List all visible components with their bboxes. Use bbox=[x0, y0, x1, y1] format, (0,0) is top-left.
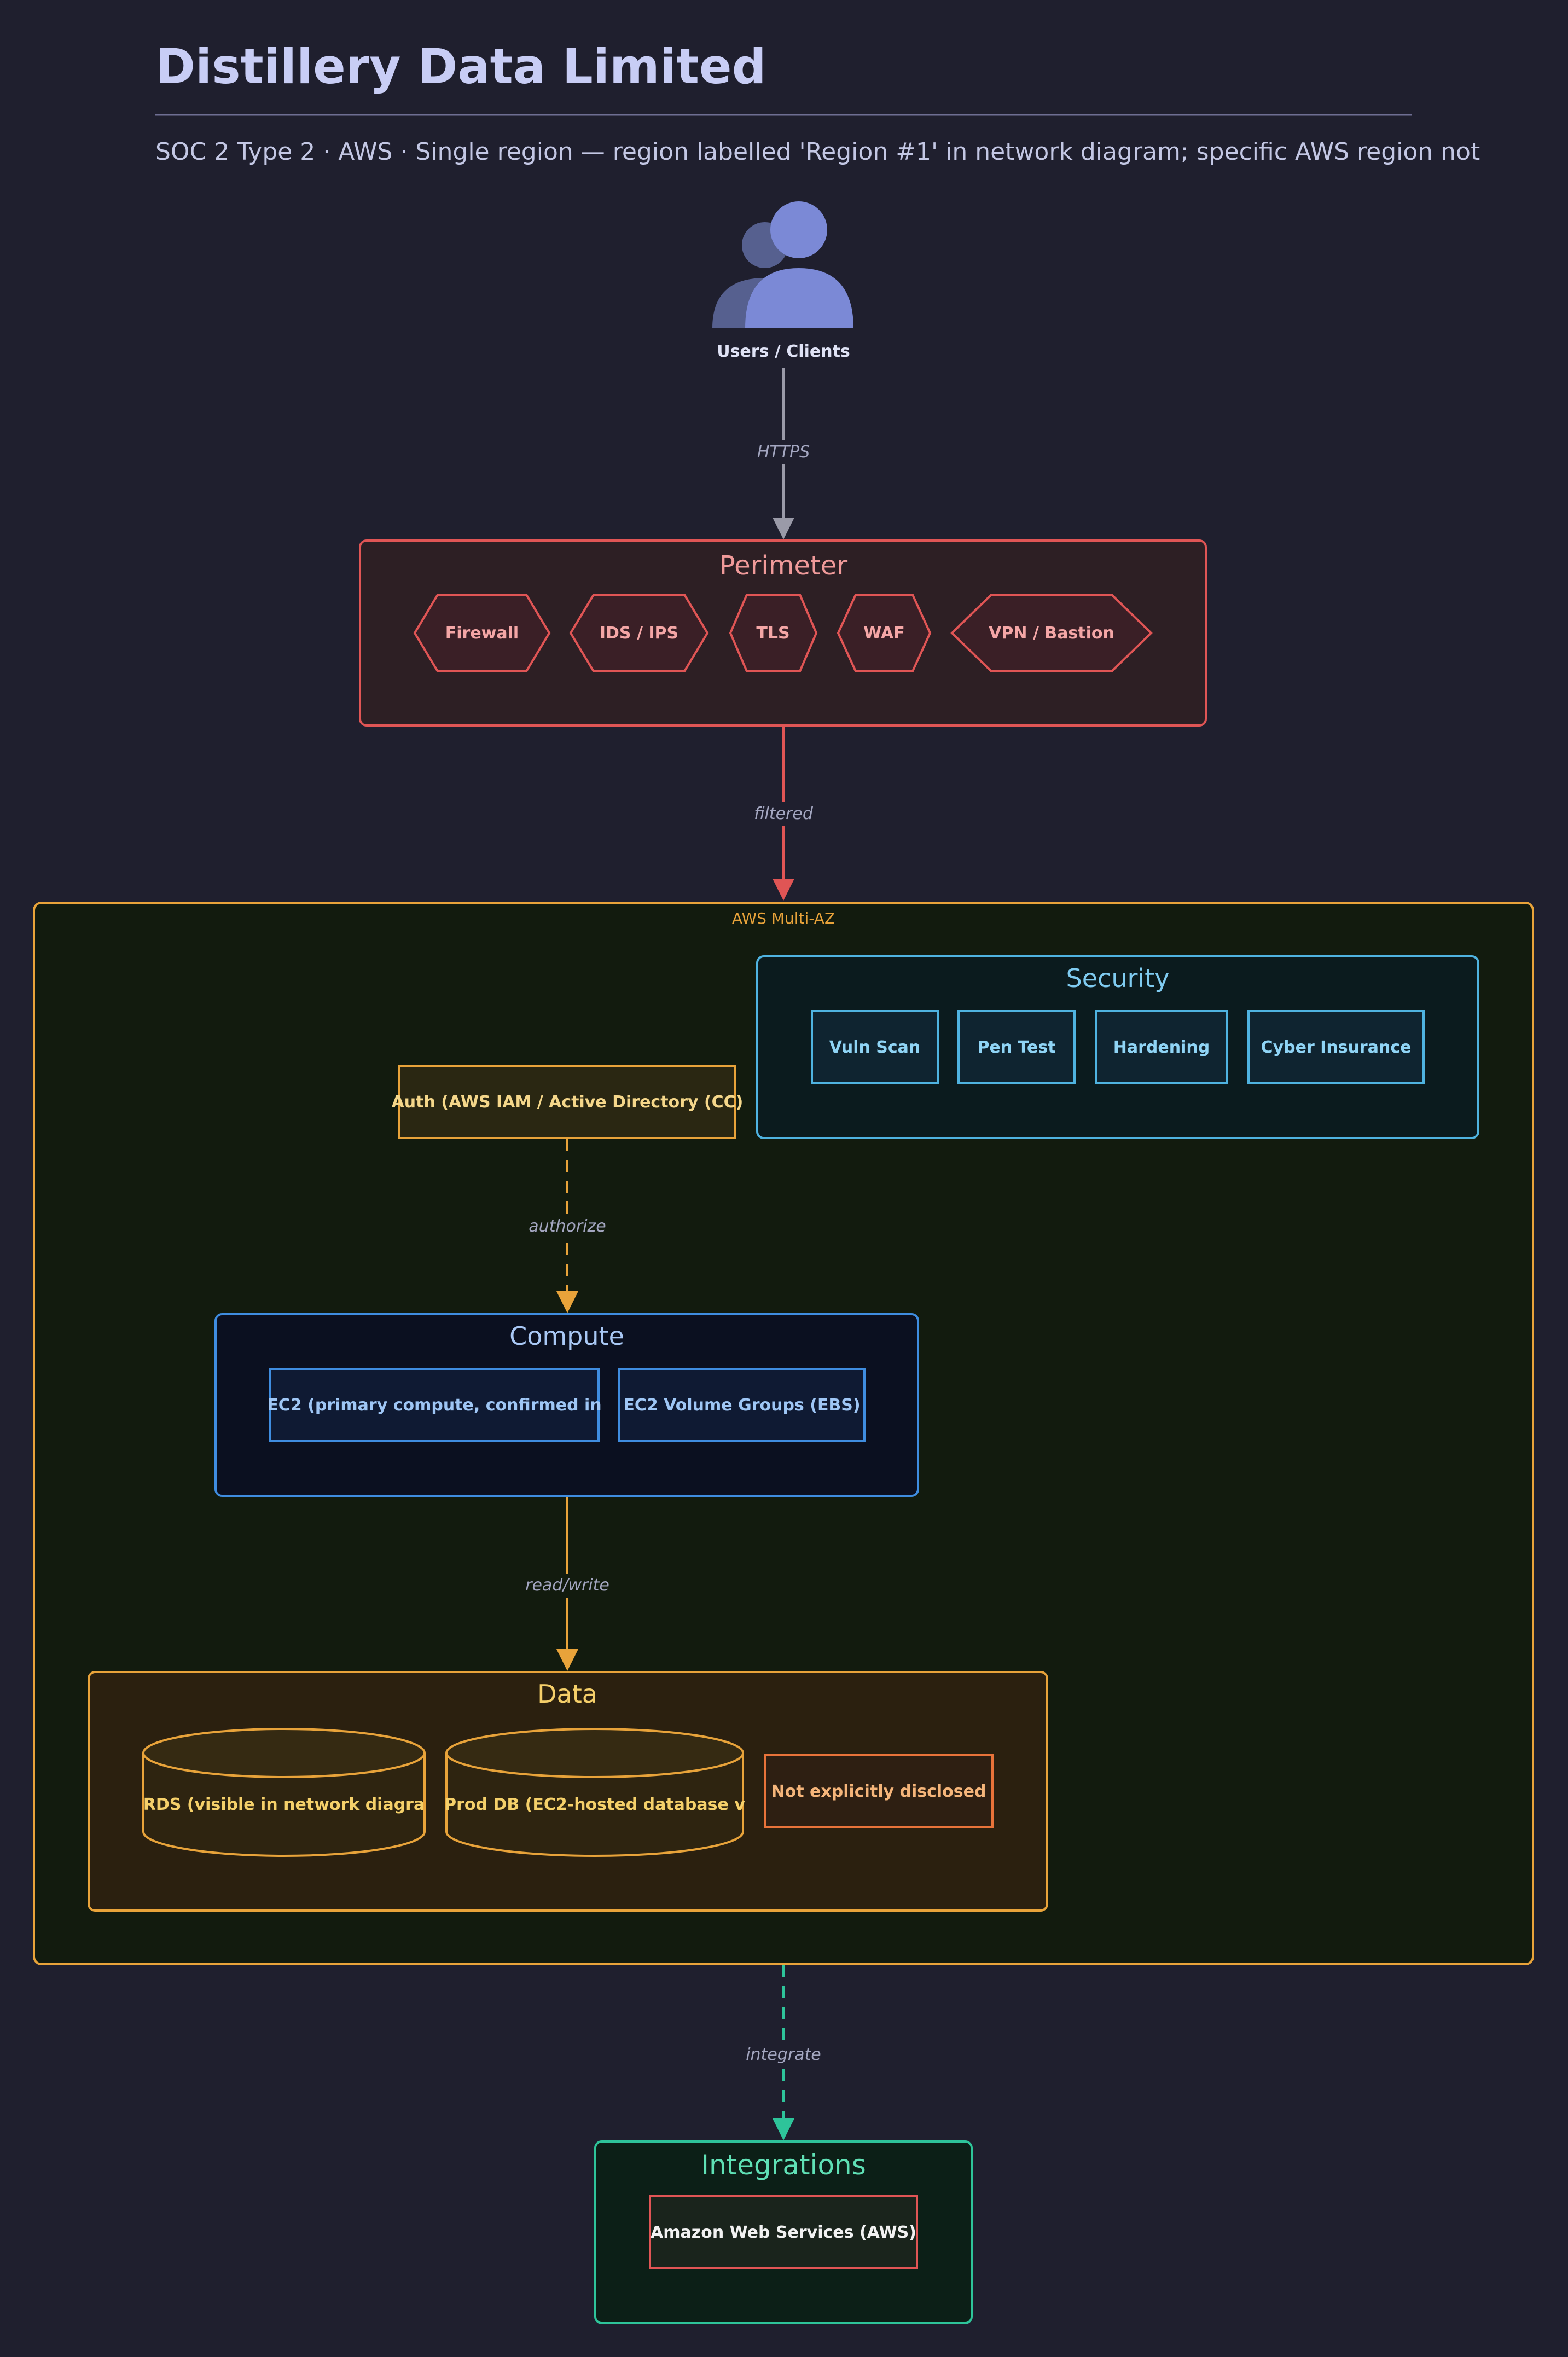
edge-label-integrate: integrate bbox=[746, 2045, 821, 2064]
compute-title: Compute bbox=[509, 1321, 624, 1351]
data-title: Data bbox=[537, 1679, 597, 1709]
page-subtitle: SOC 2 Type 2 · AWS · Single region — reg… bbox=[155, 138, 1480, 166]
ec2-label: EC2 (primary compute, confirmed in bbox=[267, 1396, 601, 1415]
hardening-label: Hardening bbox=[1113, 1038, 1210, 1057]
auth-label: Auth (AWS IAM / Active Directory (CC) bbox=[392, 1093, 744, 1112]
waf-label: WAF bbox=[863, 624, 904, 643]
ids-ips-label: IDS / IPS bbox=[600, 624, 678, 643]
prod-db-cylinder bbox=[445, 1728, 744, 1857]
vpn-bastion-node bbox=[950, 594, 1153, 672]
auth-node bbox=[398, 1065, 736, 1139]
firewall-node bbox=[413, 594, 551, 672]
security-items: Vuln Scan Pen Test Hardening Cyber Insur… bbox=[811, 1010, 1425, 1084]
perimeter-items: Firewall IDS / IPS TLS WAF VPN / Bastion bbox=[413, 594, 1153, 672]
aws-multi-az-label: AWS Multi-AZ bbox=[732, 909, 835, 927]
pen-test-node bbox=[957, 1010, 1076, 1084]
security-title: Security bbox=[1066, 963, 1170, 993]
integrations-title: Integrations bbox=[701, 2149, 866, 2181]
data-items: RDS (visible in network diagra Prod DB (… bbox=[142, 1728, 994, 1857]
compute-items: EC2 (primary compute, confirmed in EC2 V… bbox=[267, 1368, 866, 1442]
rds-cylinder bbox=[142, 1728, 426, 1857]
aws-integration-label: Amazon Web Services (AWS) bbox=[651, 2223, 916, 2242]
cyber-insurance-node bbox=[1247, 1010, 1425, 1084]
edge-label-https: HTTPS bbox=[757, 443, 810, 462]
tls-label: TLS bbox=[756, 624, 789, 643]
waf-node bbox=[837, 594, 932, 672]
prod-db-label: Prod DB (EC2-hosted database v bbox=[444, 1795, 745, 1814]
cyber-insurance-label: Cyber Insurance bbox=[1261, 1038, 1412, 1057]
hardening-node bbox=[1095, 1010, 1228, 1084]
firewall-label: Firewall bbox=[445, 624, 519, 643]
rds-label: RDS (visible in network diagra bbox=[143, 1795, 425, 1814]
users-label: Users / Clients bbox=[717, 342, 850, 361]
vpn-bastion-label: VPN / Bastion bbox=[989, 624, 1114, 643]
not-disclosed-node bbox=[764, 1754, 994, 1828]
ec2-node bbox=[269, 1368, 600, 1442]
edge-label-read-write: read/write bbox=[525, 1576, 609, 1595]
perimeter-title: Perimeter bbox=[719, 550, 847, 581]
users-icon bbox=[712, 201, 853, 328]
edge-label-authorize: authorize bbox=[529, 1217, 606, 1236]
vuln-scan-node bbox=[811, 1010, 939, 1084]
pen-test-label: Pen Test bbox=[977, 1038, 1055, 1057]
ids-ips-node bbox=[569, 594, 709, 672]
aws-integration-node bbox=[649, 2195, 918, 2269]
not-disclosed-label: Not explicitly disclosed bbox=[771, 1782, 986, 1801]
edge-label-filtered: filtered bbox=[754, 804, 814, 823]
page-title: Distillery Data Limited bbox=[155, 38, 766, 95]
ebs-label: EC2 Volume Groups (EBS) bbox=[623, 1396, 860, 1415]
tls-node bbox=[729, 594, 818, 672]
vuln-scan-label: Vuln Scan bbox=[829, 1038, 921, 1057]
ebs-node bbox=[618, 1368, 866, 1442]
